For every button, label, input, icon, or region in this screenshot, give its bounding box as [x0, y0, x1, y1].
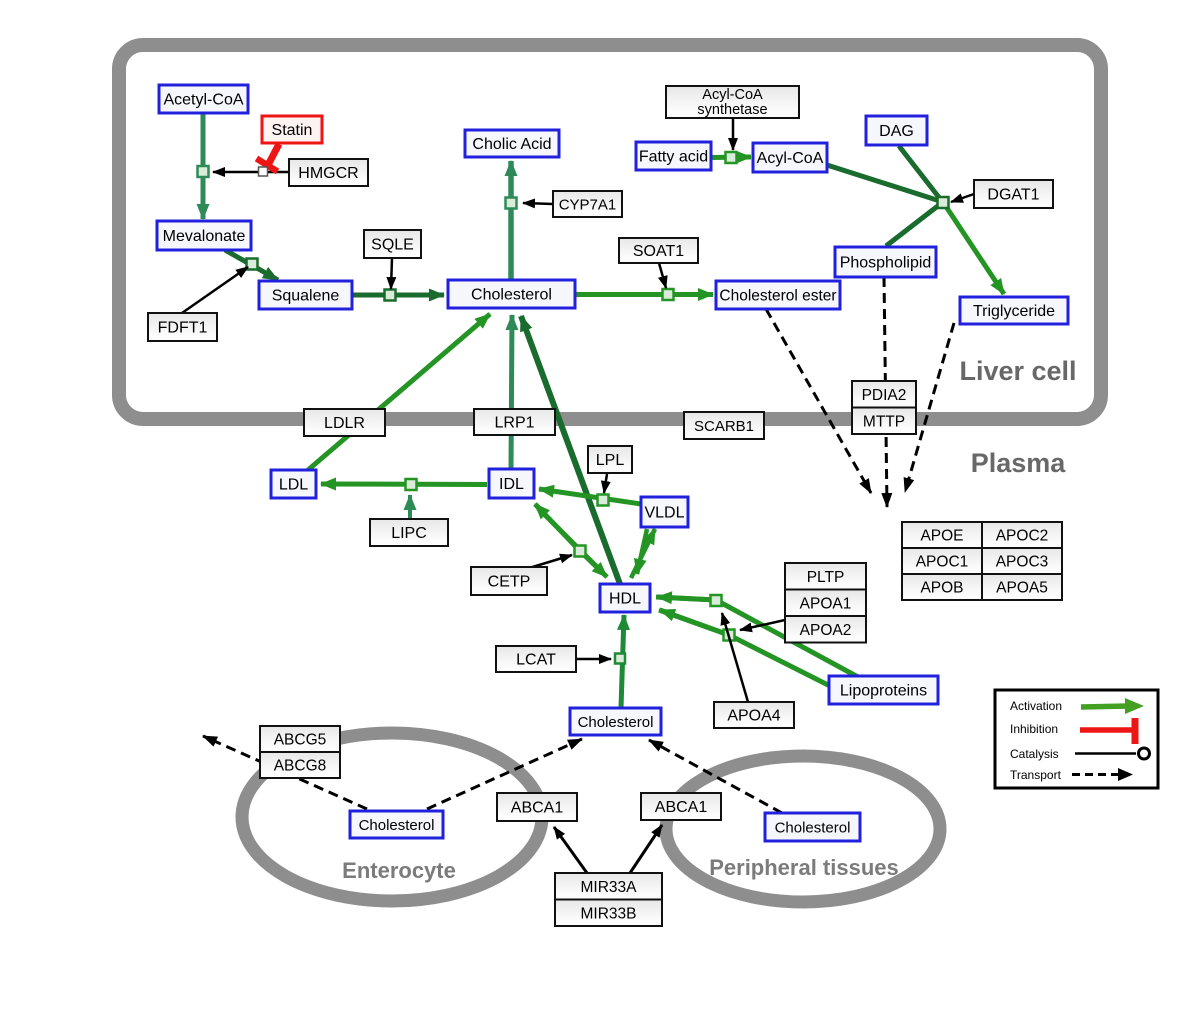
svg-text:ABCG8: ABCG8 — [274, 758, 327, 775]
svg-text:Cholesterol: Cholesterol — [578, 714, 654, 731]
svg-text:SQLE: SQLE — [371, 237, 414, 254]
svg-text:APOE: APOE — [920, 528, 963, 545]
svg-text:Statin: Statin — [272, 122, 313, 139]
svg-text:ABCA1: ABCA1 — [511, 800, 564, 817]
svg-text:Cholesterol ester: Cholesterol ester — [719, 288, 836, 305]
svg-text:Transport: Transport — [1010, 768, 1062, 782]
svg-text:Lipoproteins: Lipoproteins — [840, 683, 927, 700]
svg-text:APOC1: APOC1 — [916, 554, 969, 571]
svg-text:Triglyceride: Triglyceride — [973, 303, 1055, 320]
svg-text:SCARB1: SCARB1 — [694, 418, 754, 435]
svg-text:APOA2: APOA2 — [800, 622, 852, 639]
svg-text:DGAT1: DGAT1 — [987, 187, 1039, 204]
svg-text:Peripheral tissues: Peripheral tissues — [709, 855, 899, 880]
svg-text:HDL: HDL — [609, 591, 641, 608]
svg-text:Cholesterol: Cholesterol — [775, 820, 851, 837]
svg-text:MTTP: MTTP — [863, 413, 905, 430]
svg-text:VLDL: VLDL — [644, 505, 684, 522]
svg-text:CYP7A1: CYP7A1 — [559, 197, 617, 214]
svg-text:APOA1: APOA1 — [800, 595, 852, 612]
svg-text:Acyl-CoA: Acyl-CoA — [702, 87, 763, 103]
svg-text:APOC2: APOC2 — [996, 528, 1049, 545]
svg-text:ABCG5: ABCG5 — [274, 732, 327, 749]
svg-text:APOC3: APOC3 — [996, 554, 1049, 571]
svg-text:Cholic Acid: Cholic Acid — [472, 136, 551, 153]
svg-text:SOAT1: SOAT1 — [633, 243, 684, 260]
svg-text:PDIA2: PDIA2 — [862, 387, 907, 404]
svg-text:Enterocyte: Enterocyte — [342, 858, 456, 883]
svg-text:APOA4: APOA4 — [727, 708, 780, 725]
svg-text:ABCA1: ABCA1 — [655, 799, 708, 816]
svg-text:LIPC: LIPC — [391, 525, 427, 542]
svg-text:APOA5: APOA5 — [996, 580, 1048, 597]
svg-text:Acetyl-CoA: Acetyl-CoA — [163, 92, 243, 109]
svg-text:LDLR: LDLR — [324, 415, 365, 432]
svg-text:synthetase: synthetase — [697, 102, 767, 118]
svg-text:Liver cell: Liver cell — [959, 356, 1076, 386]
svg-text:PLTP: PLTP — [807, 569, 845, 586]
svg-text:FDFT1: FDFT1 — [158, 320, 208, 337]
svg-text:IDL: IDL — [499, 476, 524, 493]
svg-text:Plasma: Plasma — [971, 448, 1067, 478]
svg-text:APOB: APOB — [920, 580, 963, 597]
svg-text:CETP: CETP — [488, 574, 531, 591]
svg-text:Cholesterol: Cholesterol — [471, 287, 552, 304]
svg-text:Fatty acid: Fatty acid — [639, 149, 708, 166]
svg-text:HMGCR: HMGCR — [298, 165, 358, 182]
svg-text:DAG: DAG — [879, 123, 914, 140]
svg-text:Catalysis: Catalysis — [1010, 747, 1059, 761]
svg-text:LPL: LPL — [596, 452, 625, 469]
svg-text:Acyl-CoA: Acyl-CoA — [757, 150, 824, 167]
svg-text:LCAT: LCAT — [516, 652, 556, 669]
svg-text:MIR33A: MIR33A — [581, 879, 638, 896]
svg-text:Phospholipid: Phospholipid — [840, 255, 932, 272]
svg-text:MIR33B: MIR33B — [581, 905, 637, 922]
svg-text:Squalene: Squalene — [272, 288, 340, 305]
svg-text:Cholesterol: Cholesterol — [359, 817, 435, 834]
svg-text:Activation: Activation — [1010, 699, 1062, 713]
svg-text:Inhibition: Inhibition — [1010, 722, 1058, 736]
svg-text:LDL: LDL — [279, 477, 308, 494]
svg-text:Mevalonate: Mevalonate — [163, 228, 246, 245]
svg-text:LRP1: LRP1 — [494, 415, 534, 432]
